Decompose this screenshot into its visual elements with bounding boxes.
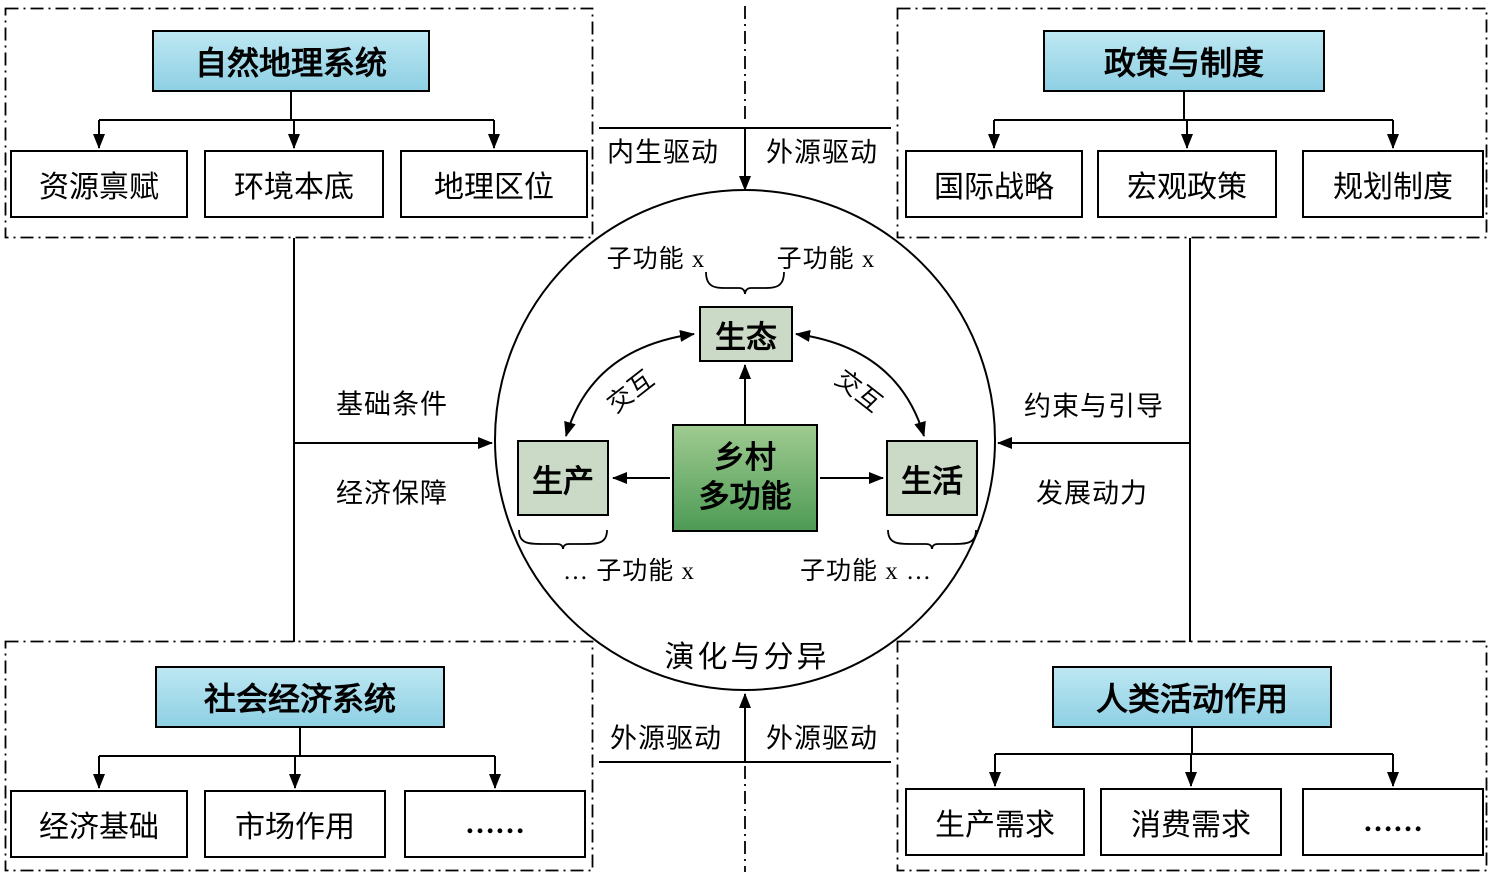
panel-title-human-activity-effects: 人类活动作用	[1052, 666, 1332, 728]
exogenous-drive-label-bottom-right: 外源驱动	[766, 723, 878, 754]
item-ellipsis-socioeconomic: ……	[404, 790, 586, 858]
panel-title-policy-and-institutions: 政策与制度	[1043, 30, 1325, 92]
multifunction-circle	[494, 189, 996, 691]
panel-frame-top-right	[896, 7, 1488, 239]
item-macro-policy: 宏观政策	[1097, 150, 1277, 218]
panel-frame-bottom-right	[896, 640, 1488, 872]
item-ellipsis-human-activity: ……	[1302, 788, 1484, 856]
core-label-line1: 乡村	[714, 440, 776, 476]
interaction-arc-right	[795, 329, 926, 437]
ecology-node: 生态	[699, 306, 793, 362]
item-international-strategy: 国际战略	[905, 150, 1083, 218]
braces	[518, 271, 977, 550]
subfunction-label-bottom-right: 子功能 x …	[799, 558, 933, 585]
panel-title-socioeconomic-system: 社会经济系统	[155, 666, 445, 728]
item-planning-institutions: 规划制度	[1302, 150, 1484, 218]
exogenous-drive-label-top: 外源驱动	[766, 137, 878, 168]
exogenous-drive-label-bottom-left: 外源驱动	[610, 723, 722, 754]
item-geographic-location: 地理区位	[400, 150, 588, 218]
subfunction-label-top-right: 子功能 x	[776, 246, 876, 273]
interaction-arc-left	[564, 329, 695, 437]
economic-guarantee-label: 经济保障	[336, 478, 448, 509]
panel-frame-top-left	[4, 7, 594, 239]
item-consumption-demand: 消费需求	[1100, 788, 1282, 856]
development-impetus-label: 发展动力	[1036, 478, 1148, 509]
panel-title-natural-geography-system: 自然地理系统	[152, 30, 430, 92]
panel-frame-bottom-left	[4, 640, 594, 872]
constraint-guidance-label: 约束与引导	[1024, 391, 1164, 422]
endogenous-drive-label: 内生驱动	[607, 137, 719, 168]
brace-living	[887, 529, 977, 550]
living-node: 生活	[886, 440, 978, 516]
rural-multifunction-core: 乡村 多功能	[672, 424, 818, 532]
core-label-line2: 多功能	[698, 479, 792, 514]
basic-conditions-label: 基础条件	[336, 389, 448, 420]
item-environmental-base: 环境本底	[204, 150, 384, 218]
item-market-role: 市场作用	[204, 790, 386, 858]
production-node: 生产	[517, 440, 609, 516]
item-economic-base: 经济基础	[10, 790, 188, 858]
brace-production	[518, 529, 608, 550]
subfunction-label-bottom-left: … 子功能 x	[562, 558, 696, 585]
item-production-demand: 生产需求	[905, 788, 1085, 856]
subfunction-label-top-left: 子功能 x	[606, 246, 706, 273]
item-resource-endowment: 资源禀赋	[10, 150, 188, 218]
brace-top	[705, 271, 785, 295]
evolution-differentiation-label: 演化与分异	[664, 641, 830, 674]
arrows	[93, 120, 1399, 789]
